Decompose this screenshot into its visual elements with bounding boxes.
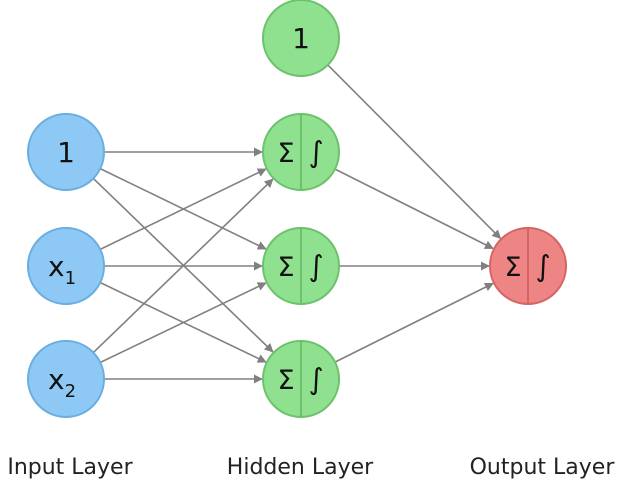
output-node-1: Σ∫ <box>489 227 567 305</box>
layer-labels: Input Layer Hidden Layer Output Layer <box>7 455 615 480</box>
edge-hidden-1-to-output <box>334 168 494 250</box>
connections <box>92 64 502 384</box>
hidden-bias-node-label: 1 <box>292 22 310 55</box>
hidden-layer-label: Hidden Layer <box>227 455 374 480</box>
input-layer-label: Input Layer <box>7 455 133 480</box>
hidden-node-1-activation-symbol: ∫ <box>308 135 323 169</box>
hidden-node-1: Σ∫ <box>262 113 340 191</box>
input-node-2-subscript: 1 <box>65 268 76 289</box>
input-node-3: x2 <box>27 340 105 418</box>
input-node-2: x1 <box>27 227 105 305</box>
hidden-bias-node-circle <box>262 0 340 77</box>
input-node-2-circle <box>27 227 105 305</box>
input-node-1-label: 1 <box>57 136 75 169</box>
edge-input-2-to-hidden-1 <box>99 168 267 251</box>
output-layer-label: Output Layer <box>470 455 616 480</box>
hidden-node-2: Σ∫ <box>262 227 340 305</box>
hidden-node-3: Σ∫ <box>262 340 340 418</box>
edge-input-3-to-hidden-1 <box>92 178 274 354</box>
edge-hidden-bias-to-output <box>327 64 502 240</box>
input-node-3-subscript: 2 <box>65 381 76 402</box>
hidden-node-3-sum-symbol: Σ <box>277 365 294 396</box>
hidden-node-2-sum-symbol: Σ <box>277 252 294 283</box>
hidden-node-1-sum-symbol: Σ <box>277 138 294 169</box>
hidden-bias-node: 1 <box>262 0 340 77</box>
hidden-node-2-activation-symbol: ∫ <box>308 249 323 283</box>
output-node-1-sum-symbol: Σ <box>504 252 521 283</box>
edge-hidden-3-to-output <box>334 282 494 363</box>
input-node-1-circle <box>27 113 105 191</box>
output-node-1-activation-symbol: ∫ <box>535 249 550 283</box>
hidden-node-3-activation-symbol: ∫ <box>308 362 323 396</box>
edge-input-3-to-hidden-2 <box>99 282 267 364</box>
input-node-3-circle <box>27 340 105 418</box>
input-node-1: 1 <box>27 113 105 191</box>
